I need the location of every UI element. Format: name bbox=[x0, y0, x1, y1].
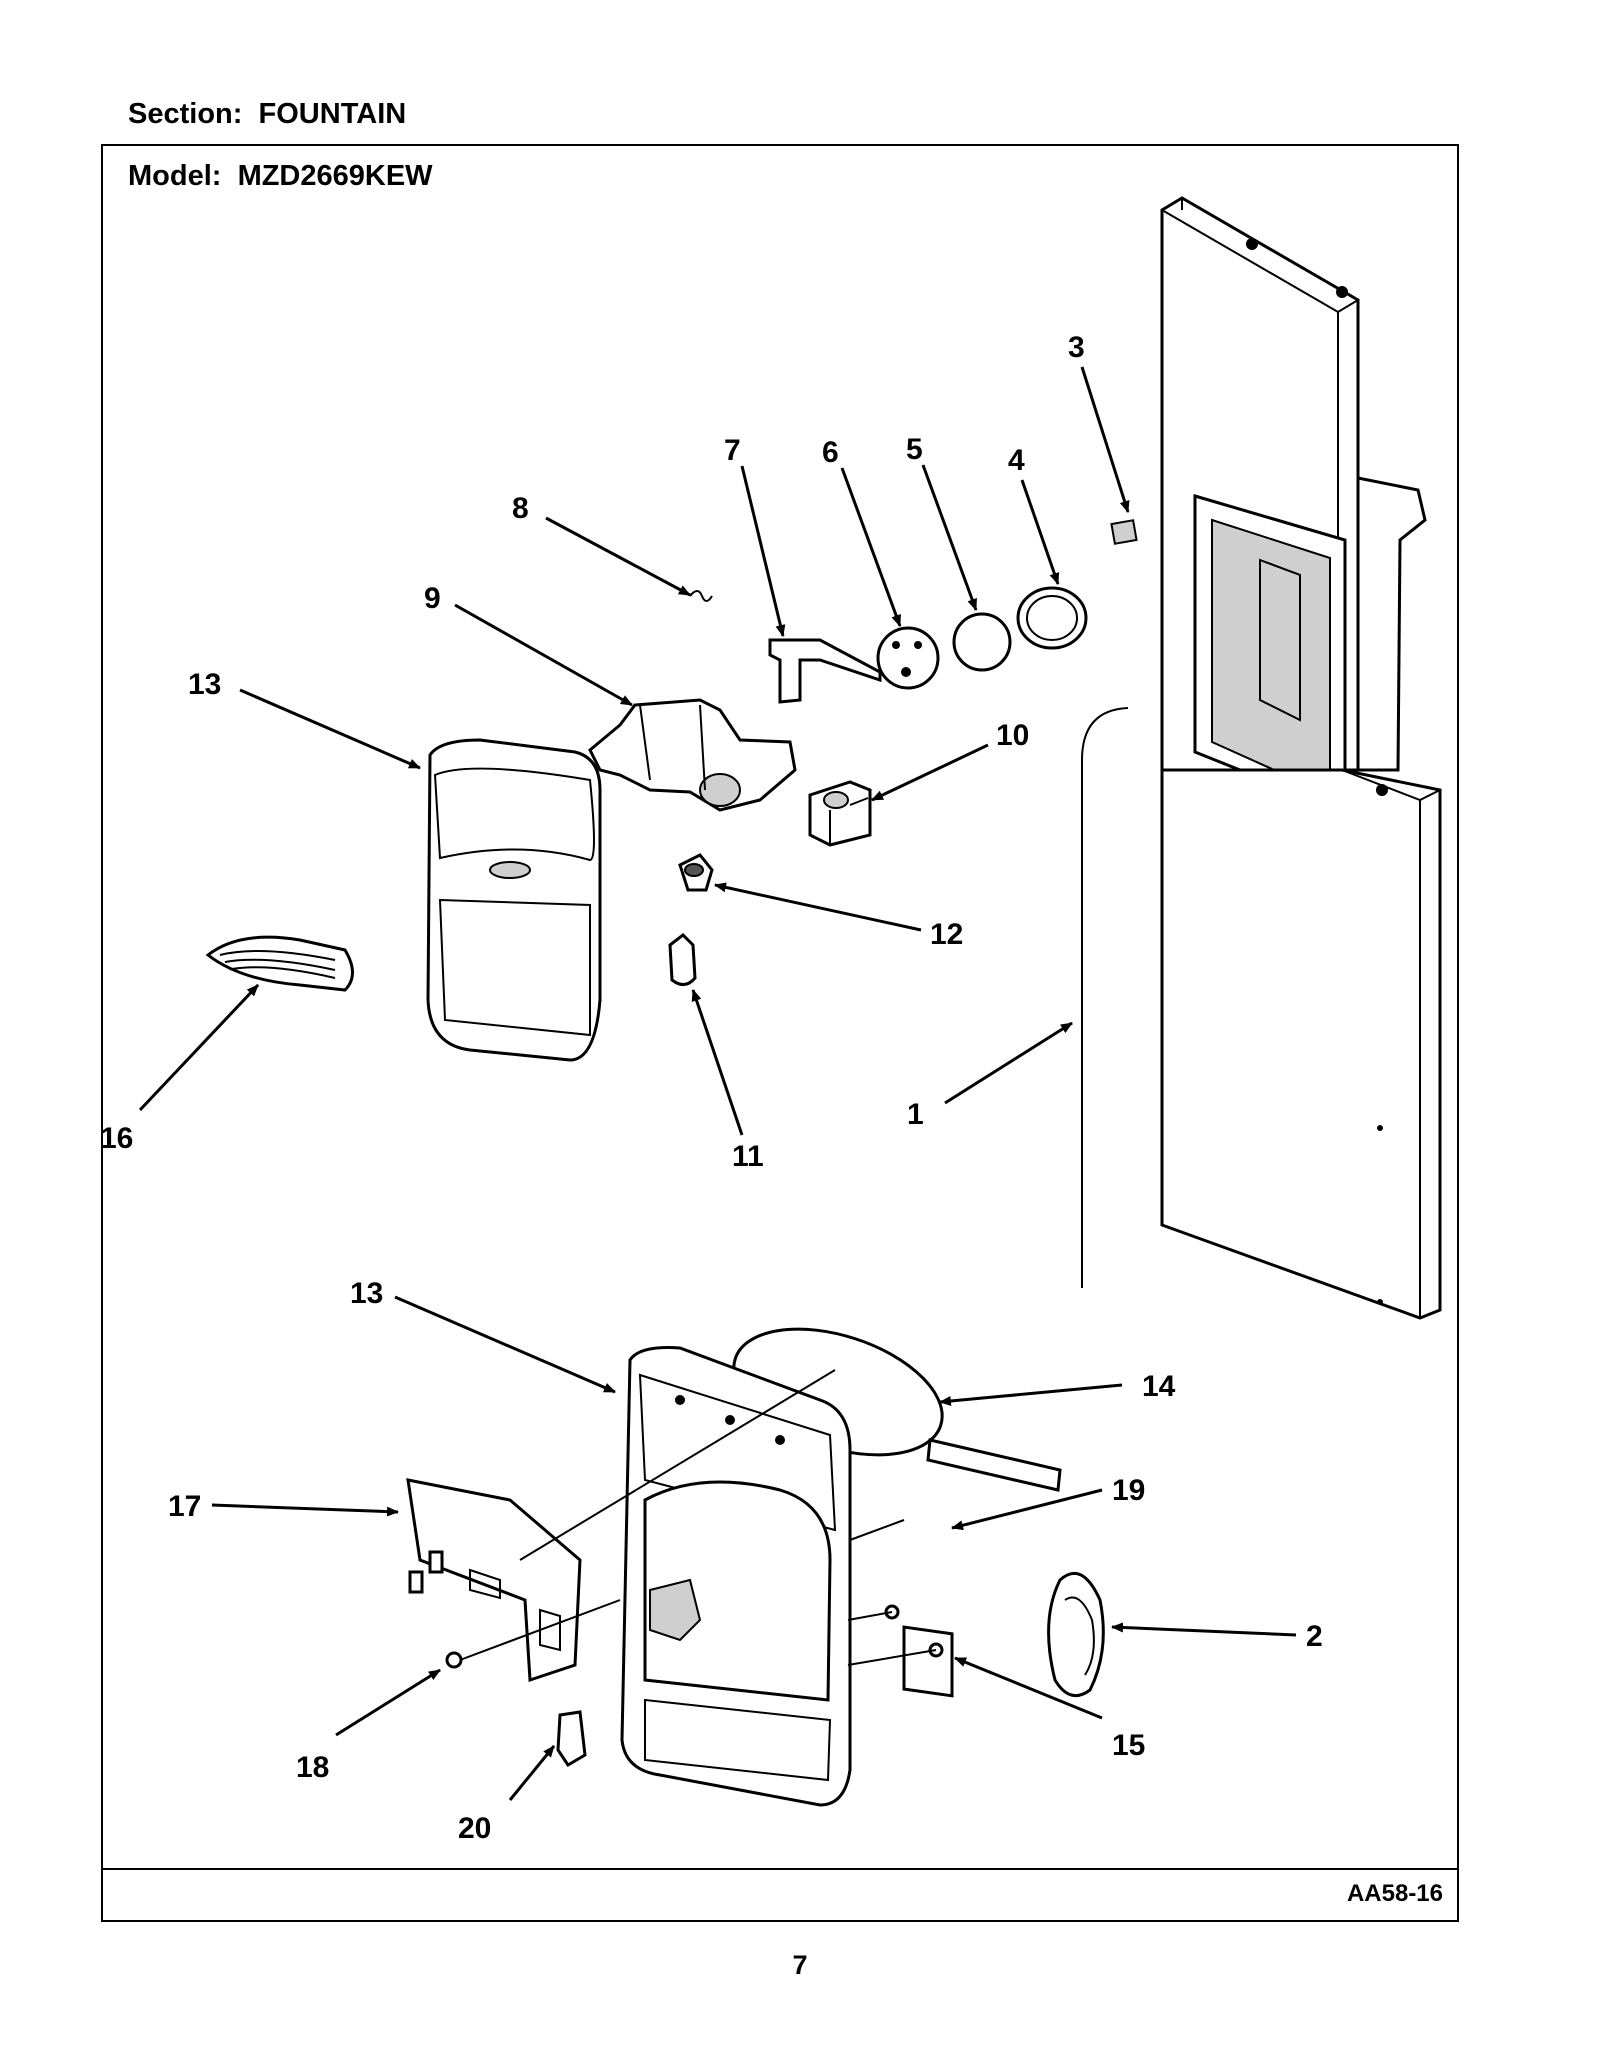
part-7-bracket bbox=[768, 638, 882, 704]
model-title: Model: MZD2669KEW bbox=[128, 160, 433, 193]
model-label: Model: bbox=[128, 160, 222, 192]
footer-divider bbox=[101, 1868, 1459, 1870]
callout-1: 1 bbox=[907, 1098, 924, 1131]
part-9-actuator-housing bbox=[588, 698, 797, 812]
model-name: MZD2669KEW bbox=[237, 160, 433, 192]
callout-17: 17 bbox=[168, 1490, 201, 1523]
callout-labels: 1 2 3 4 5 6 7 8 9 10 11 12 13 13 14 15 1… bbox=[100, 331, 1323, 1845]
assembly-lines bbox=[459, 1369, 937, 1666]
part-8-spring bbox=[689, 590, 713, 602]
part-2-switch-cover bbox=[1047, 1571, 1105, 1698]
part-3-small-cover bbox=[1110, 519, 1138, 545]
callout-16: 16 bbox=[100, 1122, 133, 1155]
part-10-solenoid-valve bbox=[808, 780, 872, 847]
callout-18: 18 bbox=[296, 1751, 329, 1784]
callout-11: 11 bbox=[732, 1140, 764, 1173]
callout-13-upper: 13 bbox=[188, 668, 221, 701]
part-17-control-board bbox=[406, 1478, 582, 1683]
part-11-nozzle bbox=[668, 933, 697, 986]
refrigerator-door-panel bbox=[1160, 196, 1442, 1320]
callout-arrows bbox=[138, 366, 1297, 1801]
callout-10: 10 bbox=[996, 719, 1029, 752]
page-number: 7 bbox=[792, 1950, 808, 1980]
callout-12: 12 bbox=[930, 918, 963, 951]
callout-13-lower: 13 bbox=[350, 1277, 383, 1310]
diagram-frame bbox=[101, 144, 1459, 1922]
callout-3: 3 bbox=[1068, 331, 1085, 364]
callout-14: 14 bbox=[1142, 1370, 1176, 1403]
part-13-dispenser-front-upper bbox=[426, 738, 602, 1062]
part-18-screw bbox=[445, 1651, 463, 1669]
callout-4: 4 bbox=[1008, 444, 1025, 477]
part-12-grommet bbox=[678, 853, 714, 892]
callout-5: 5 bbox=[906, 433, 923, 466]
part-1-water-tube bbox=[1081, 707, 1129, 1288]
callout-8: 8 bbox=[512, 492, 529, 525]
callout-15: 15 bbox=[1112, 1729, 1145, 1762]
callout-6: 6 bbox=[822, 436, 839, 469]
part-13-dispenser-housing-lower bbox=[620, 1346, 852, 1807]
diagram-code: AA58-16 bbox=[1346, 1880, 1443, 1907]
part-6-light-housing bbox=[876, 626, 940, 690]
section-name: FOUNTAIN bbox=[258, 98, 407, 130]
section-label: Section: bbox=[128, 98, 243, 130]
part-19-label bbox=[902, 1625, 954, 1698]
callout-9: 9 bbox=[424, 582, 441, 615]
part-5-lens bbox=[952, 612, 1012, 672]
part-20-connector bbox=[556, 1710, 587, 1768]
part-16-drip-tray bbox=[205, 935, 354, 992]
callout-19: 19 bbox=[1112, 1474, 1145, 1507]
callout-20: 20 bbox=[458, 1812, 491, 1845]
part-4-trim-ring bbox=[1016, 586, 1088, 650]
section-title: Section: FOUNTAIN bbox=[128, 98, 406, 131]
callout-2: 2 bbox=[1306, 1620, 1323, 1653]
callout-7: 7 bbox=[724, 434, 741, 467]
